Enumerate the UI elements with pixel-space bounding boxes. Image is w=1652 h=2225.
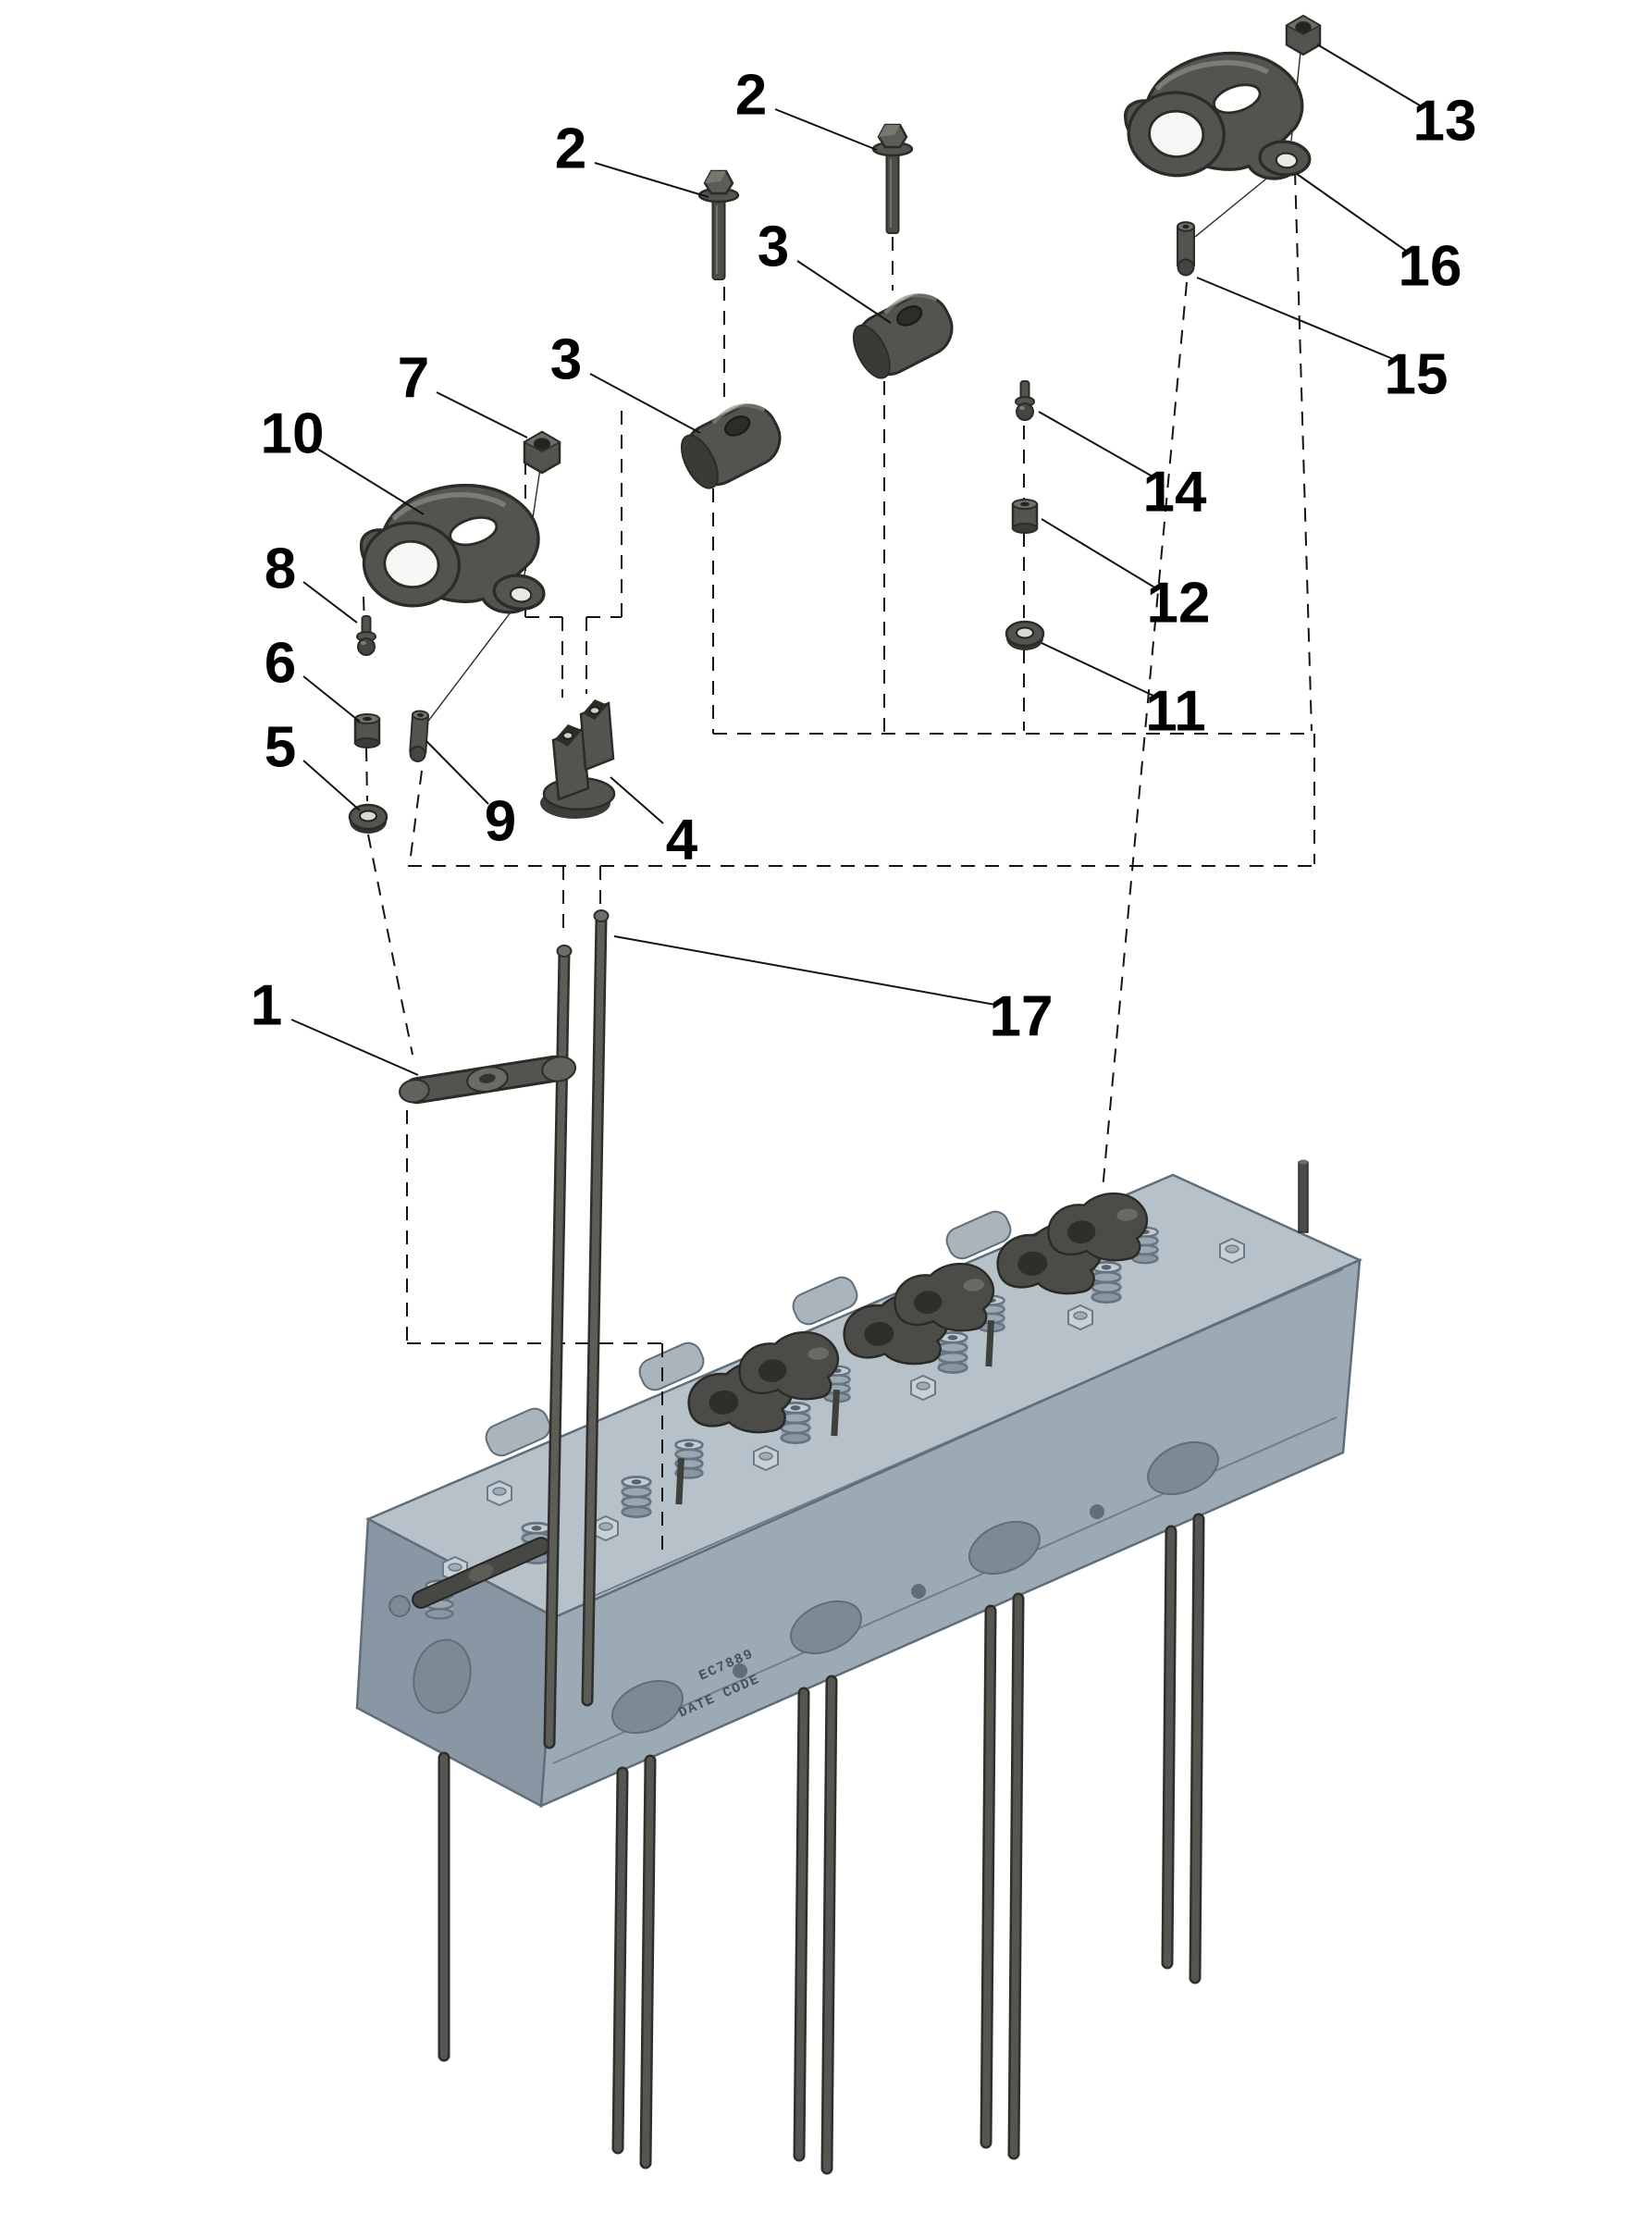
callout-leader-2 (594, 162, 709, 198)
ball-stud-14 (1015, 380, 1035, 421)
callout-leader-8 (302, 581, 358, 624)
lash-adjuster-9 (408, 709, 430, 763)
callout-leader-2 (774, 108, 878, 151)
pivot-cylinder-left-3 (670, 391, 792, 498)
lash-adjuster-15 (1177, 221, 1195, 277)
callout-label-9: 9 (485, 790, 516, 854)
callout-leader-9 (425, 740, 489, 805)
head-left-port (413, 1638, 472, 1714)
spacer-6 (353, 712, 381, 749)
dashed-axis-line (365, 747, 368, 802)
callout-label-11: 11 (1145, 680, 1206, 744)
dashed-axis-line (1102, 281, 1188, 1191)
callout-label-2: 2 (555, 117, 586, 181)
callout-label-12: 12 (1147, 572, 1211, 636)
callout-label-17: 17 (990, 985, 1054, 1049)
callout-leader-7 (436, 391, 528, 439)
callout-leader-13 (1316, 43, 1421, 106)
callout-label-4: 4 (666, 809, 698, 872)
washer-11 (1005, 620, 1045, 652)
hex-nut-7 (523, 430, 561, 475)
ball-stud-8 (356, 615, 376, 656)
spacer-12 (1011, 498, 1039, 535)
callout-label-1: 1 (251, 974, 282, 1038)
callout-label-5: 5 (265, 716, 296, 780)
washer-5 (348, 803, 388, 835)
callout-label-16: 16 (1399, 235, 1462, 299)
callout-label-3: 3 (758, 216, 789, 279)
callout-leader-3 (589, 373, 701, 434)
callout-label-3: 3 (550, 328, 582, 392)
pivot-cylinder-right-3 (842, 281, 964, 388)
dashed-axis-line (409, 770, 423, 864)
pushrod-left (543, 945, 573, 1749)
callout-leader-14 (1038, 411, 1153, 477)
callout-label-15: 15 (1385, 343, 1449, 407)
callout-leader-3 (796, 260, 892, 324)
head-port-humps (485, 1210, 1012, 1457)
rocker-blank-1 (399, 1055, 577, 1105)
dashed-axis-line (1294, 170, 1313, 732)
callout-leader-1 (290, 1019, 419, 1076)
dashed-axis-line (367, 834, 413, 1056)
head-front-ports (611, 1440, 1219, 1735)
flange-bolt-right-2 (871, 123, 914, 235)
callout-label-10: 10 (261, 402, 325, 466)
flange-bolt-left-2 (697, 169, 740, 281)
callout-label-13: 13 (1413, 90, 1477, 154)
installed-rocker-arms (675, 1189, 1153, 1505)
callout-leader-12 (1041, 518, 1157, 589)
pushrod-guide-4 (540, 699, 616, 819)
callout-leader-17 (613, 935, 996, 1006)
callout-leader-16 (1296, 173, 1407, 252)
pushrod-right (581, 909, 610, 1707)
callout-label-14: 14 (1143, 461, 1207, 525)
callout-leader-10 (316, 448, 425, 515)
callout-leader-6 (302, 675, 361, 723)
solid-axis-line (423, 597, 523, 728)
callout-label-7: 7 (398, 347, 429, 411)
cylinder-head: DATE CODE EC7889 (355, 1159, 1363, 2175)
hex-nut-13 (1285, 14, 1322, 56)
head-right-stud (1298, 1159, 1309, 1233)
callout-leader-4 (610, 776, 664, 824)
callout-leader-5 (302, 760, 361, 811)
callout-label-6: 6 (265, 632, 296, 696)
rocker-arm-16 (1121, 46, 1316, 185)
callout-leader-11 (1041, 642, 1154, 697)
callout-leader-15 (1196, 277, 1394, 360)
head-studs-bottom (438, 1513, 1205, 2175)
callout-label-2: 2 (735, 64, 767, 128)
callout-label-8: 8 (265, 538, 296, 601)
